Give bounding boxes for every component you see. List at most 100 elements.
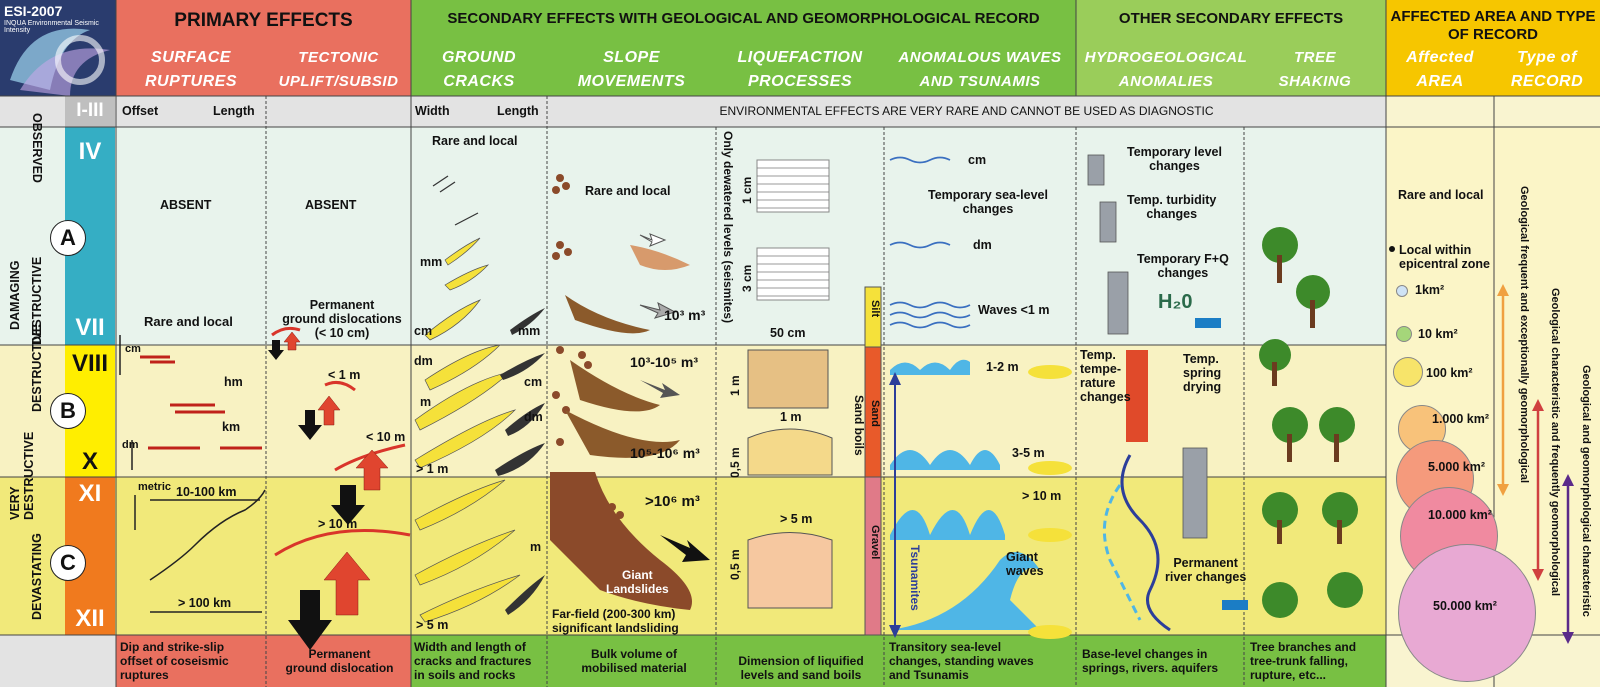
area-rare: Rare and local xyxy=(1398,188,1484,202)
caption-cracks: Width and length of cracks and fractures… xyxy=(414,640,532,682)
intensity-iv: IV xyxy=(78,138,102,165)
intensity-viii: VIII xyxy=(71,350,108,377)
record-3: Geological and geomorphological characte… xyxy=(1580,365,1592,617)
other-header-bg xyxy=(1076,0,1386,96)
hydro-fq: Temporary F+Q changes xyxy=(1137,252,1229,280)
cracks-mm: mm xyxy=(420,255,443,269)
wave-lt1m: Waves <1 m xyxy=(978,303,1050,317)
secondary-effects-header: SECONDARY EFFECTS WITH GEOLOGICAL AND GE… xyxy=(447,10,1040,27)
intensity-i-iii: I-III xyxy=(76,100,104,121)
surface-rare: Rare and local xyxy=(144,314,233,329)
surface-absent: ABSENT xyxy=(160,198,212,212)
cracks-width-label: Width xyxy=(415,104,450,118)
rare-note: ENVIRONMENTAL EFFECTS ARE VERY RARE AND … xyxy=(719,104,1214,118)
slope-rare: Rare and local xyxy=(585,184,671,198)
caption-surface: Dip and strike-slip offset of coseismic … xyxy=(120,640,229,682)
liq-05m-2: 0,5 m xyxy=(728,549,742,580)
other-effects-header: OTHER SECONDARY EFFECTS xyxy=(1118,10,1344,27)
intensity-vii: VII xyxy=(75,314,105,341)
area-10km: 10 km² xyxy=(1418,327,1458,341)
caption-tectonic: Permanent ground dislocation xyxy=(285,647,394,675)
surface-offset-label: Offset xyxy=(122,104,159,118)
wave-1-2m: 1-2 m xyxy=(986,360,1019,374)
cracks-gt5m: > 5 m xyxy=(416,618,449,632)
liq-50cm: 50 cm xyxy=(770,326,806,340)
intensity-x: X xyxy=(81,448,98,475)
liq-05m: 0,5 m xyxy=(728,447,742,478)
slope-vol-3: 10⁵-10⁶ m³ xyxy=(630,445,700,461)
hydro-temperature: Temp. tempe- rature changes xyxy=(1080,348,1131,404)
hydro-turbidity: Temp. turbidity changes xyxy=(1127,193,1217,221)
wave-giant: Giant waves xyxy=(1006,550,1044,578)
wave-cm: cm xyxy=(968,153,987,167)
cracks-cm: cm xyxy=(414,324,433,338)
surface-metric: metric xyxy=(138,481,172,493)
surface-km: km xyxy=(222,420,241,434)
area-100km: 100 km² xyxy=(1426,366,1473,380)
slope-giant: Giant Landslides xyxy=(606,568,669,596)
area-local: Local within epicentral zone xyxy=(1399,243,1490,271)
cracks-mm2: mm xyxy=(518,324,541,338)
affected-header-bg xyxy=(1386,0,1600,96)
level-a-marker: A xyxy=(50,220,86,256)
devastating-label: DEVASTATING xyxy=(30,533,44,620)
hydro-river: Permanent river changes xyxy=(1165,556,1247,584)
intensity-xi: XI xyxy=(78,480,102,507)
area-10000km: 10.000 km² xyxy=(1428,508,1492,522)
caption-liquefaction: Dimension of liquified levels and sand b… xyxy=(738,654,864,682)
surface-dm: dm xyxy=(122,439,139,451)
observed-label: OBSERVED xyxy=(30,113,44,183)
liq-gravel: Gravel xyxy=(869,525,881,560)
surface-10-100km: 10-100 km xyxy=(176,485,237,499)
area-bubble-100 xyxy=(1393,357,1423,387)
band-b-bg xyxy=(0,345,1386,477)
tectonic-lt10m: < 10 m xyxy=(366,430,406,444)
wave-3-5m: 3-5 m xyxy=(1012,446,1045,460)
liq-3cm: 3 cm xyxy=(740,264,754,292)
caption-waves: Transitory sea-level changes, standing w… xyxy=(889,640,1034,682)
cracks-m: m xyxy=(420,395,432,409)
record-1: Geological frequent and exceptionally ge… xyxy=(1518,186,1530,484)
cracks-m2: m xyxy=(530,540,542,554)
surface-hm: hm xyxy=(224,375,243,389)
wave-tsunamites: Tsunamites xyxy=(908,545,922,611)
very-destructive-label: VERY DESTRUCTIVE xyxy=(8,431,36,520)
cracks-length-label: Length xyxy=(497,104,539,118)
liq-1m: 1 m xyxy=(780,410,802,424)
band-a-bg xyxy=(0,127,1386,345)
surface-gt100km: > 100 km xyxy=(178,596,232,610)
liq-silt: Silt xyxy=(869,300,881,318)
liq-1cm: 1 cm xyxy=(740,176,754,204)
level-b-marker: B xyxy=(50,393,86,429)
cracks-gt1m: > 1 m xyxy=(416,462,449,476)
area-1km: 1km² xyxy=(1415,283,1445,297)
cracks-cm2: cm xyxy=(524,375,543,389)
liq-1m-vertical: 1 m xyxy=(728,375,742,396)
wave-gt10m: > 10 m xyxy=(1022,489,1062,503)
wave-sea-level: Temporary sea-level changes xyxy=(928,188,1048,216)
tectonic-gt10m: > 10 m xyxy=(318,517,358,531)
caption-hydro: Base-level changes in springs, rivers. a… xyxy=(1082,647,1219,675)
area-1000km: 1.000 km² xyxy=(1432,412,1489,426)
slope-far-field: Far-field (200-300 km) significant lands… xyxy=(552,607,679,635)
intensity-xii: XII xyxy=(75,605,105,632)
caption-secondary-bg xyxy=(411,635,1386,687)
hydro-level: Temporary level changes xyxy=(1127,145,1222,173)
destructive-b-label: DESTRUCTIVE xyxy=(30,323,44,412)
tectonic-absent: ABSENT xyxy=(305,198,357,212)
primary-header-bg xyxy=(116,0,411,96)
caption-primary-bg xyxy=(116,635,411,687)
surface-length-label: Length xyxy=(213,104,255,118)
cracks-dm: dm xyxy=(414,354,433,368)
